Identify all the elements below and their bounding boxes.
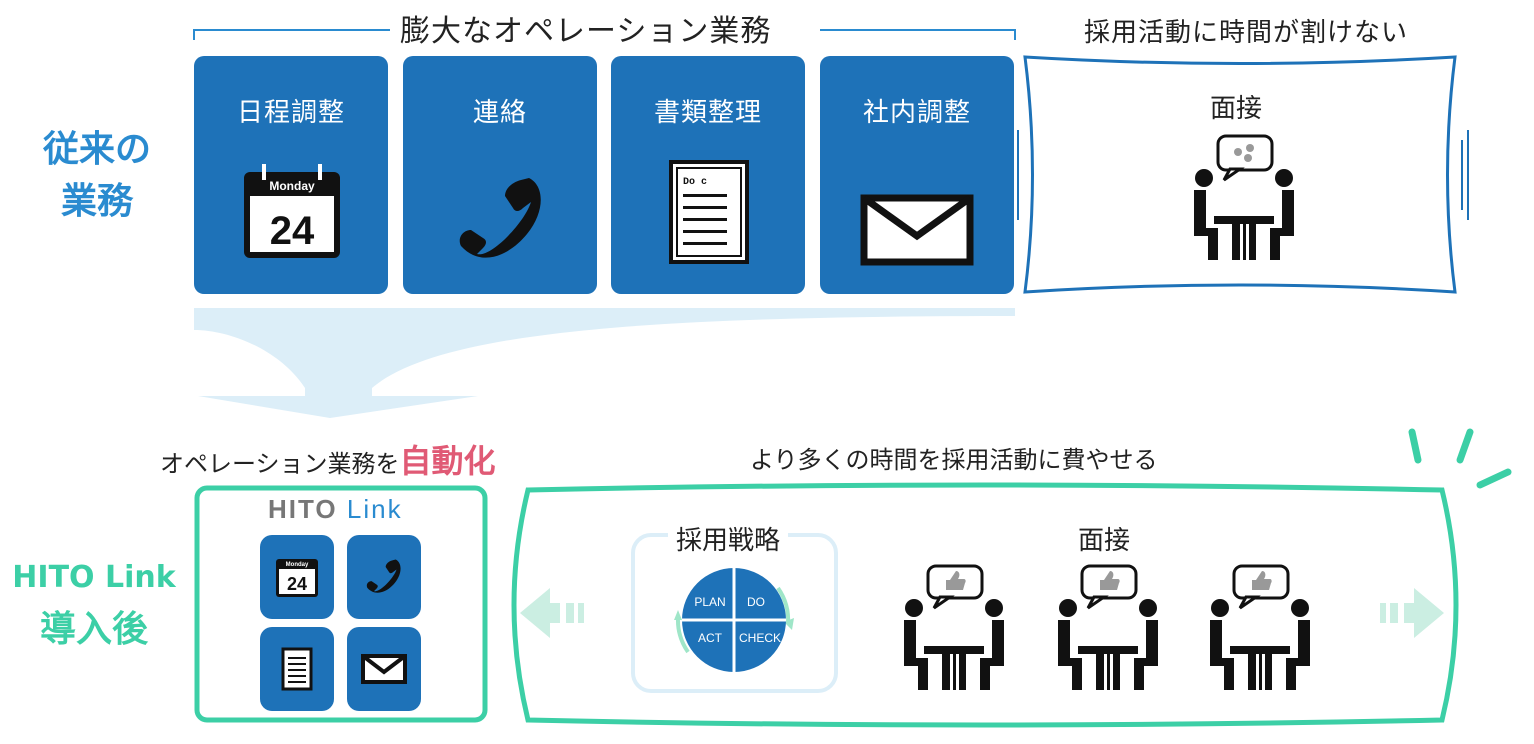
logo-link: Link xyxy=(346,494,403,524)
pdca-cycle: PLAN DO ACT CHECK xyxy=(674,568,794,672)
interview-frame xyxy=(1023,55,1457,294)
more-time-heading: より多くの時間を採用活動に費やせる xyxy=(750,446,1158,474)
pdca-check: CHECK xyxy=(739,631,781,645)
card-contact: 連絡 xyxy=(403,56,597,294)
cycle-arrow-left xyxy=(675,617,690,654)
interview-icon xyxy=(1058,564,1158,690)
interview-icon xyxy=(1210,564,1310,690)
bracket-line xyxy=(193,29,1016,40)
interview-icon xyxy=(1194,134,1294,260)
thumbs-up-bubble-icon xyxy=(926,564,984,610)
strategy-label: 採用戦略 xyxy=(668,520,789,557)
expand-arrow-right-icon xyxy=(1380,588,1444,638)
mini-phone-card xyxy=(347,535,421,619)
document-title: Do c xyxy=(683,177,707,188)
document-icon: Do c xyxy=(669,160,749,264)
automation-heading-accent: 自動化 xyxy=(399,442,496,480)
mini-calendar-icon: Monday 24 xyxy=(276,559,318,597)
automation-heading-prefix: オペレーション業務を xyxy=(160,450,400,478)
card-label: 日程調整 xyxy=(236,98,345,128)
calendar-date: 24 xyxy=(270,209,315,253)
phone-icon xyxy=(459,178,541,258)
interview-icon xyxy=(904,564,1004,690)
card-schedule: 日程調整 Monday 24 xyxy=(194,56,388,294)
pdca-do: DO xyxy=(747,595,765,609)
pdca-act: ACT xyxy=(698,631,723,645)
automation-heading: オペレーション業務を自動化 xyxy=(160,436,496,482)
card-documents: 書類整理 Do c xyxy=(611,56,805,294)
interview-label-bottom: 面接 xyxy=(1078,526,1131,556)
sparkle-icon xyxy=(1408,428,1512,489)
hito-label-line2: 導入後 xyxy=(39,609,148,650)
card-label: 連絡 xyxy=(472,98,527,128)
mini-envelope-icon xyxy=(361,654,407,684)
mini-calendar-card: Monday 24 xyxy=(260,535,334,619)
vibration-marks-right xyxy=(1461,130,1469,220)
bracket-title: 膨大なオペレーション業務 xyxy=(400,14,772,49)
hito-link-logo: HITO Link xyxy=(268,494,403,525)
thumbs-up-bubble-icon xyxy=(1232,564,1290,610)
calendar-icon: Monday 24 xyxy=(244,164,340,258)
card-label: 社内調整 xyxy=(862,98,971,128)
mini-envelope-card xyxy=(347,627,421,711)
calendar-day: Monday xyxy=(269,179,315,193)
hito-side-label: HITO Link 導入後 xyxy=(4,552,184,656)
expand-arrow-left-icon xyxy=(520,588,584,638)
mini-calendar-day: Monday xyxy=(286,562,309,568)
card-internal: 社内調整 xyxy=(820,56,1014,294)
time-shortage-title: 採用活動に時間が割けない xyxy=(1084,18,1409,48)
mini-calendar-date: 24 xyxy=(287,574,307,594)
legacy-side-label: 従来の 業務 xyxy=(28,124,166,228)
mini-document-icon xyxy=(281,647,313,691)
pdca-plan: PLAN xyxy=(694,595,725,609)
mini-phone-icon xyxy=(366,559,401,593)
hito-label-line1: HITO Link xyxy=(12,560,176,595)
logo-hito: HITO xyxy=(268,494,338,524)
legacy-label-line1: 従来の xyxy=(42,129,151,170)
card-label: 書類整理 xyxy=(653,98,762,128)
interview-label-top: 面接 xyxy=(1210,94,1263,124)
thumbs-up-bubble-icon xyxy=(1080,564,1138,610)
legacy-label-line2: 業務 xyxy=(60,181,133,222)
funnel-arrow xyxy=(194,308,1015,418)
mini-document-card xyxy=(260,627,334,711)
envelope-icon xyxy=(860,194,974,266)
speech-bubble-icon xyxy=(1216,134,1274,182)
